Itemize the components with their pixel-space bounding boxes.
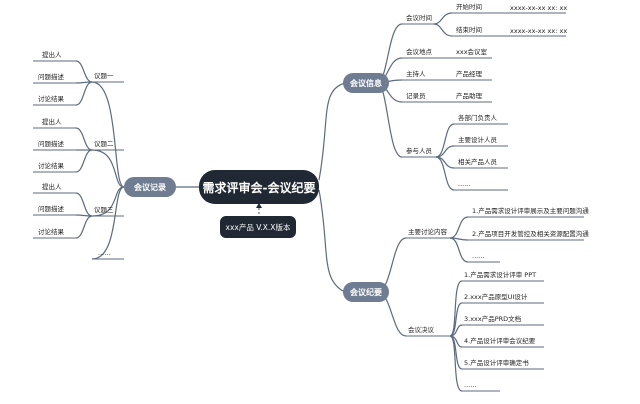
attendee-item[interactable]: ......	[458, 180, 471, 188]
branch-meeting-records[interactable]: 会议记录	[124, 177, 176, 197]
connector-resolution-2	[449, 302, 463, 337]
branch-meeting-info[interactable]: 会议信息	[343, 73, 389, 93]
connector-records-more	[91, 186, 125, 260]
resolution-item[interactable]: 1.产品需求设计评审 PPT	[464, 271, 537, 279]
connector-resolution-6	[449, 335, 463, 392]
topic-item[interactable]: 讨论结果	[38, 228, 64, 236]
end-time-label[interactable]: 结束时间	[456, 26, 482, 34]
topic-item[interactable]: 提出人	[42, 118, 62, 126]
connector-topic2-item3	[75, 149, 93, 173]
topic-item[interactable]: 问题描述	[38, 140, 64, 148]
connector-time-end	[433, 23, 453, 37]
connector-attendee-4	[435, 156, 455, 191]
attendee-item[interactable]: 主要设计人员	[458, 136, 497, 144]
discussion-item[interactable]: ......	[472, 252, 485, 260]
connector-discussion-1	[449, 216, 469, 239]
topic-item[interactable]: 讨论结果	[38, 95, 64, 103]
info-place-value: xxx会议室	[456, 48, 488, 56]
topic-item[interactable]: 讨论结果	[38, 162, 64, 170]
connector-topic3-item1	[75, 192, 93, 217]
info-time-label[interactable]: 会议时间	[406, 14, 432, 22]
resolution-item[interactable]: 5.产品设计评审确定书	[464, 359, 529, 367]
records-more[interactable]: ......	[98, 249, 111, 257]
discussion-item[interactable]: 2.产品项目开发管控及相关资源配置沟通	[472, 230, 589, 238]
end-time-value: xxxx-xx-xx xx: xx	[510, 27, 568, 35]
attendee-item[interactable]: 各部门负责人	[458, 114, 497, 122]
records-topic-label[interactable]: 议题二	[94, 140, 114, 148]
info-place-label[interactable]: 会议地点	[406, 48, 432, 56]
topic-item[interactable]: 提出人	[42, 183, 62, 191]
records-topic-label[interactable]: 议题一	[94, 72, 114, 80]
connector-topic1-item1	[75, 60, 93, 83]
resolution-item[interactable]: ......	[464, 381, 477, 389]
connector-topic1-item3	[75, 81, 93, 106]
connector-discussion-3	[449, 237, 469, 263]
topic-item[interactable]: 提出人	[42, 51, 62, 59]
attendee-item[interactable]: 相关产品人员	[458, 158, 497, 166]
connector-records-topic1	[91, 81, 125, 188]
start-time-value: xxxx-xx-xx xx: xx	[510, 4, 568, 12]
minutes-discussion-label[interactable]: 主要讨论内容	[408, 228, 447, 236]
connector-topic3-item3	[75, 215, 93, 239]
connector-time-start	[433, 12, 453, 25]
start-time-label[interactable]: 开始时间	[456, 3, 482, 11]
resolution-item[interactable]: 3.xxx产品PRD文档	[464, 315, 522, 323]
version-note[interactable]: xxx产品 V.X.X版本	[220, 216, 296, 238]
connector-central-minutes	[318, 189, 346, 293]
minutes-resolution-label[interactable]: 会议决议	[408, 326, 434, 334]
records-topic-label[interactable]: 议题三	[94, 206, 114, 214]
branch-meeting-minutes[interactable]: 会议纪要	[343, 282, 389, 302]
info-host-label[interactable]: 主持人	[406, 70, 426, 78]
info-host-value: 产品经理	[456, 70, 482, 78]
resolution-item[interactable]: 2.xxx产品原型UI设计	[464, 293, 528, 301]
connector-attendee-1	[435, 123, 455, 158]
topic-item[interactable]: 问题描述	[38, 205, 64, 213]
connector-records-topic2	[91, 149, 125, 188]
topic-item[interactable]: 问题描述	[38, 73, 64, 81]
connector-topic2-item1	[75, 127, 93, 151]
resolution-item[interactable]: 4.产品设计评审会议纪要	[464, 337, 536, 345]
info-recorder-value: 产品助理	[456, 92, 482, 100]
info-attendees-label[interactable]: 参与人员	[406, 147, 432, 155]
connector-resolution-1	[449, 280, 463, 337]
note-arrow	[256, 203, 262, 208]
central-topic[interactable]: 需求评审会-会议纪要	[199, 170, 319, 204]
connector-central-info	[318, 82, 346, 181]
info-recorder-label[interactable]: 记录员	[406, 92, 426, 100]
discussion-item[interactable]: 1.产品需求设计评审展示及主要问题沟通	[472, 207, 589, 215]
